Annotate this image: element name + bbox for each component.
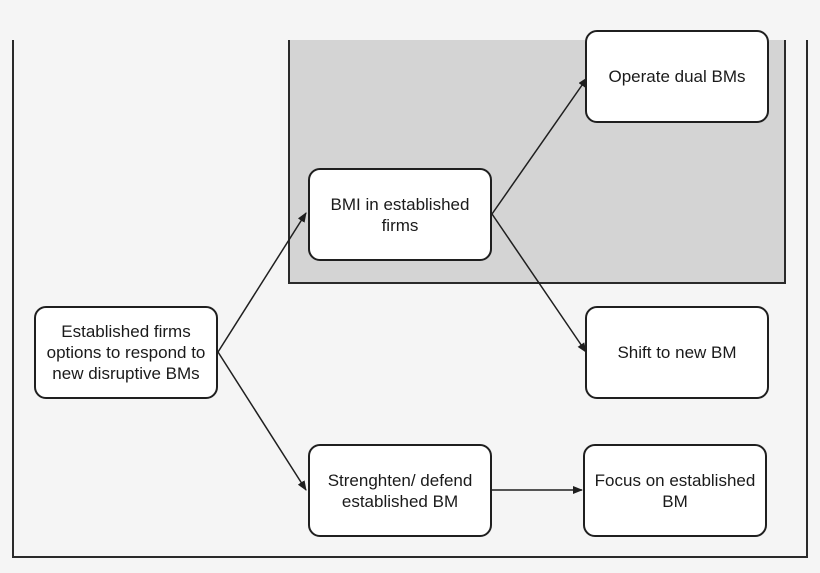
arrow-bmi-to-dual (491, 77, 588, 215)
diagram-frame (12, 40, 808, 558)
node-strengthen-defend: Strenghten/ defend established BM (308, 444, 492, 537)
node-shift-to-new-bm: Shift to new BM (585, 306, 769, 399)
arrow-bmi-to-shift (491, 213, 587, 353)
arrow-established-to-bmi (217, 212, 307, 353)
node-operate-dual-bms: Operate dual BMs (585, 30, 769, 123)
node-bmi-label: BMI in established firms (330, 194, 470, 235)
node-dual-label: Operate dual BMs (608, 67, 746, 86)
node-established-firms-options: Established firms options to respond to … (34, 306, 218, 399)
node-focus-on-established-bm: Focus on established BM (583, 444, 767, 537)
node-strengthen-label: Strenghten/ defend established BM (327, 470, 473, 511)
node-focus-label: Focus on established BM (594, 470, 756, 511)
arrow-established-to-strengthen (217, 351, 307, 491)
node-established-firms-label: Established firms options to respond to … (46, 322, 206, 383)
node-bmi-in-established-firms: BMI in established firms (308, 168, 492, 261)
node-shift-label: Shift to new BM (617, 343, 737, 362)
